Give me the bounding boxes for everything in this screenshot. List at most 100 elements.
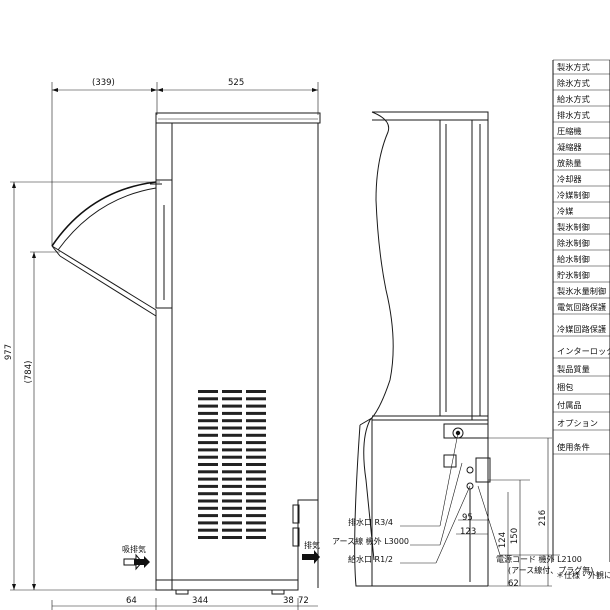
vent-slot	[246, 426, 266, 430]
spec-row-label: 排水方式	[557, 110, 590, 120]
airflow-labels: 吸排気 排気	[122, 540, 320, 571]
side-view-machine	[51, 112, 321, 595]
dim-top-depth: 525	[228, 78, 244, 88]
vent-slot	[246, 536, 266, 539]
vent-slot	[198, 411, 218, 415]
spec-row-label: 冷却器	[557, 174, 582, 184]
spec-row-label: 除氷方式	[557, 78, 590, 88]
spec-row-label: 梱包	[557, 382, 573, 392]
vent-slot	[246, 441, 266, 445]
vent-slot	[198, 390, 218, 393]
vent-slot	[198, 536, 218, 539]
vent-slot	[198, 514, 218, 518]
dim-bottom-small2: 72	[298, 596, 309, 606]
vent-slot	[198, 477, 218, 481]
vent-slot	[222, 536, 242, 539]
spec-row-label: 冷媒回路保護	[557, 324, 606, 334]
dim-height-total: 977	[4, 344, 14, 360]
spec-row-label: 製氷制御	[557, 222, 590, 232]
vent-slot	[246, 390, 266, 393]
water-inlet-label: 給水口 R1/2	[348, 554, 393, 564]
vent-slot	[198, 506, 218, 510]
airflow-right-arrow-icon	[123, 553, 143, 571]
vent-slot	[222, 390, 242, 393]
top-dimensions: (339) 525	[51, 78, 319, 246]
vent-slot	[246, 404, 266, 408]
vent-slot	[198, 492, 218, 496]
vent-slot	[198, 404, 218, 408]
dim-right-216: 216	[538, 510, 548, 526]
vent-slot	[246, 477, 266, 481]
spec-row-label: 製氷水量制御	[557, 286, 606, 296]
spec-row-label: 電気回路保護	[557, 302, 606, 312]
spec-row-label: 貯氷制御	[557, 270, 590, 280]
dim-right-95: 95	[462, 513, 473, 523]
vent-slot	[198, 484, 218, 488]
vent-slot	[246, 499, 266, 503]
vent-slot	[222, 528, 242, 532]
vent-slot	[198, 441, 218, 445]
spec-row-label: 製氷方式	[557, 62, 590, 72]
vent-slot	[198, 426, 218, 430]
vent-slot	[198, 463, 218, 466]
dim-right-124: 124	[498, 532, 508, 548]
vent-slot	[222, 411, 242, 415]
vent-slot	[246, 470, 266, 474]
vent-slot	[246, 521, 266, 525]
vent-slot	[222, 484, 242, 488]
vent-slot	[246, 433, 266, 437]
vent-slot	[198, 448, 218, 452]
vent-slot	[222, 433, 242, 437]
vent-slot	[198, 470, 218, 474]
ventilation-louvers	[198, 390, 266, 539]
vent-slot	[198, 397, 218, 401]
vent-slot	[222, 499, 242, 503]
dim-bottom-main: 344	[192, 596, 208, 606]
spec-row-label: 凝縮器	[557, 142, 582, 152]
vent-slot	[246, 448, 266, 452]
spec-row-label: 給水方式	[557, 94, 590, 104]
exhaust-arrow-icon	[302, 550, 320, 564]
vent-slot	[246, 528, 266, 532]
vent-slot	[246, 463, 266, 466]
right-dimensions: 216 150 124 62 95 123	[456, 437, 552, 589]
exhaust-label: 排気	[304, 540, 320, 550]
power-cord-note: (アース線付、プラグ無)	[508, 565, 593, 575]
vent-slot	[246, 411, 266, 415]
callout-leaders	[400, 432, 560, 564]
intake-exhaust-label: 吸排気	[122, 544, 146, 554]
height-dimensions: 977 (784)	[4, 181, 160, 591]
vent-slot	[222, 521, 242, 525]
vent-slot	[222, 514, 242, 518]
vent-slot	[222, 448, 242, 452]
vent-slot	[222, 463, 242, 466]
vent-slot	[222, 441, 242, 445]
dim-right-123: 123	[460, 527, 476, 537]
vent-slot	[222, 506, 242, 510]
vent-slot	[198, 419, 218, 423]
spec-row-label: インターロック	[557, 346, 610, 356]
dim-right-62: 62	[508, 579, 519, 589]
airflow-left-arrow-icon	[134, 556, 150, 568]
ground-wire-label: アース線 機外 L3000	[332, 536, 409, 546]
vent-slot	[198, 499, 218, 503]
dim-top-width: (339)	[92, 78, 115, 88]
vent-slot	[222, 404, 242, 408]
vent-slot	[222, 397, 242, 401]
spec-row-label: 除氷制御	[557, 238, 590, 248]
vent-slot	[198, 433, 218, 437]
rear-view-machine	[354, 111, 491, 587]
spec-row-label: 冷媒制御	[557, 190, 590, 200]
spec-row-label: オプション	[557, 418, 598, 428]
vent-slot	[222, 419, 242, 423]
vent-slot	[198, 528, 218, 532]
callout-labels: 排水口 R3/4 アース線 機外 L3000 給水口 R1/2 電源コード 機外…	[332, 517, 593, 575]
power-cord-label: 電源コード 機外 L2100	[496, 554, 582, 564]
vent-slot	[198, 455, 218, 459]
spec-row-label: 放熱量	[557, 158, 582, 168]
vent-slot	[246, 514, 266, 518]
vent-slot	[222, 426, 242, 430]
bottom-dimensions: 64 344 38 72	[51, 596, 318, 610]
vent-slot	[222, 477, 242, 481]
